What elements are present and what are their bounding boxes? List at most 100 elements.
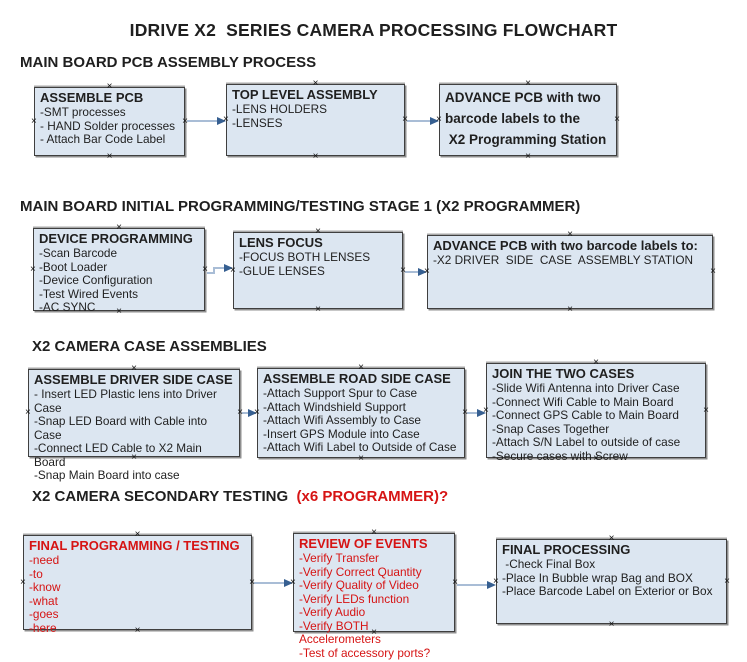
box-title: FINAL PROGRAMMING / TESTING (29, 538, 240, 553)
box-assemble-road-side-case: ASSEMBLE ROAD SIDE CASE -Attach Support … (254, 363, 468, 464)
box-title: ASSEMBLE ROAD SIDE CASE (263, 371, 451, 386)
box-item: -LENS HOLDERS (232, 102, 328, 116)
box-device-programming: DEVICE PROGRAMMING -Scan Barcode-Boot Lo… (30, 223, 208, 317)
section-header-secondary-testing: X2 CAMERA SECONDARY TESTING (x6 PROGRAMM… (32, 488, 448, 505)
box-item: -Attach Support Spur to Case (263, 386, 418, 400)
connection-handle-left-icon: × (483, 404, 489, 416)
box-item: -Connect LED Cable to X2 Main Board (34, 441, 206, 469)
box-title: TOP LEVEL ASSEMBLY (232, 87, 378, 102)
box-item: -goes (29, 607, 59, 621)
connection-handle-right-icon: × (452, 576, 458, 588)
box-item: -Attach S/N Label to outside of case (492, 435, 681, 449)
box-item: -Snap Main Board into case (34, 468, 180, 482)
box-item: -Verify Audio (299, 605, 366, 619)
box-item: -Boot Loader (39, 259, 108, 274)
section-header-black-part: X2 CAMERA SECONDARY TESTING (32, 488, 297, 505)
box-item: -need (29, 553, 60, 567)
connection-handle-bottom-icon: × (358, 453, 364, 464)
connection-handle-right-icon: × (400, 264, 406, 276)
box-items: -LENS HOLDERS-LENSES (232, 102, 399, 130)
box-top-level-assembly: TOP LEVEL ASSEMBLY -LENS HOLDERS-LENSES … (223, 79, 408, 162)
box-item: -Connect Wifi Cable to Main Board (492, 394, 674, 409)
connection-handle-right-icon: × (724, 575, 730, 587)
arrow-device-programming-to-lens-focus (207, 264, 233, 274)
box-items: -Verify Transfer-Verify Correct Quantity… (299, 551, 449, 660)
box-item: - Insert LED Plastic lens into Driver Ca… (34, 387, 221, 415)
connection-handle-bottom-icon: × (608, 619, 615, 630)
box-item: -SMT processes (40, 105, 126, 119)
page-title: IDRIVE X2 SERIES CAMERA PROCESSING FLOWC… (129, 20, 618, 40)
box-join-the-two-cases: JOIN THE TWO CASES -Slide Wifi Antenna i… (483, 358, 709, 464)
box-item: -to (29, 566, 43, 581)
box-item: - Attach Bar Code Label (40, 132, 166, 146)
box-item: -Test of accessory ports? (299, 645, 431, 660)
box-item: -Attach Windshield Support (263, 399, 406, 414)
box-item: -Snap Cases Together (492, 421, 610, 436)
section-header-initial-programming: MAIN BOARD INITIAL PROGRAMMING/TESTING S… (20, 198, 581, 215)
connection-handle-right-icon: × (249, 576, 255, 588)
connection-handle-right-icon: × (182, 115, 188, 127)
box-advance-pcb-driver-side-station: ADVANCE PCB with two barcode labels to: … (424, 230, 716, 315)
box-item: -Slide Wifi Antenna into Driver Case (492, 381, 680, 395)
connection-handle-right-icon: × (703, 404, 709, 416)
box-item: -Verify Transfer (299, 551, 379, 565)
box-title: DEVICE PROGRAMMING (39, 231, 193, 246)
box-title: ASSEMBLE PCB (40, 90, 144, 105)
box-item: -FOCUS BOTH LENSES (239, 250, 371, 264)
connection-handle-left-icon: × (31, 115, 37, 127)
box-items: -Check Final Box-Place In Bubble wrap Ba… (502, 557, 721, 599)
connection-handle-right-icon: × (402, 114, 408, 125)
connection-handle-bottom-icon: × (567, 304, 573, 315)
box-item: -Device Configuration (39, 273, 153, 287)
box-title: JOIN THE TWO CASES (492, 366, 635, 381)
connection-handle-left-icon: × (254, 407, 260, 418)
box-items: -X2 DRIVER SIDE CASE ASSEMBLY STATION (433, 253, 707, 268)
box-title: REVIEW OF EVENTS (299, 536, 428, 551)
connection-handle-bottom-icon: × (525, 151, 531, 162)
box-title: ADVANCE PCB with two barcode labels to: (433, 238, 698, 253)
box-item: -Attach Wifi Label to Outside of Case (263, 440, 457, 454)
box-final-programming-testing: FINAL PROGRAMMING / TESTING -need-to-kno… (20, 530, 255, 636)
connection-handle-right-icon: × (237, 407, 243, 418)
connection-handle-bottom-icon: × (315, 304, 321, 315)
box-item: -Check Final Box (502, 557, 596, 571)
box-item: -Attach Wifi Assembly to Case (263, 413, 421, 427)
box-item: -X2 DRIVER SIDE CASE ASSEMBLY STATION (433, 253, 694, 267)
box-title: ASSEMBLE DRIVER SIDE CASE (34, 372, 233, 387)
box-item: -Place In Bubble wrap Bag and BOX (502, 570, 693, 585)
box-item: - HAND Solder processes (40, 118, 176, 133)
box-items: -Slide Wifi Antenna into Driver Case-Con… (492, 381, 700, 463)
box-item: -Place Barcode Label on Exterior or Box (502, 584, 713, 598)
section-header-red-part: (x6 PROGRAMMER)? (296, 488, 449, 505)
box-item: -Snap LED Board with Cable into Case (34, 414, 211, 442)
box-items: -FOCUS BOTH LENSES-GLUE LENSES (239, 250, 397, 278)
box-item: -Verify BOTH Accelerometers (299, 618, 381, 646)
connection-handle-left-icon: × (30, 263, 36, 275)
box-item: -Scan Barcode (39, 246, 118, 260)
connection-handle-bottom-icon: × (312, 151, 319, 162)
connection-handle-left-icon: × (230, 264, 236, 276)
box-items: -SMT processes- HAND Solder processes- A… (40, 105, 179, 147)
box-review-of-events: REVIEW OF EVENTS -Verify Transfer-Verify… (290, 528, 458, 660)
connection-handle-left-icon: × (436, 114, 442, 125)
box-item: -AC SYNC (39, 300, 96, 314)
box-item: -Insert GPS Module into Case (263, 426, 420, 441)
connection-handle-left-icon: × (25, 407, 31, 418)
box-assemble-pcb: ASSEMBLE PCB -SMT processes- HAND Solder… (31, 82, 188, 162)
box-item: -here (29, 620, 57, 635)
box-advance-pcb-programming-station: ADVANCE PCB with two barcode labels to t… (436, 79, 620, 162)
section-header-case-assemblies: X2 CAMERA CASE ASSEMBLIES (32, 338, 267, 355)
box-title: LENS FOCUS (239, 235, 323, 250)
connection-handle-left-icon: × (424, 266, 430, 277)
connection-handle-left-icon: × (20, 576, 26, 588)
box-item: -LENSES (232, 115, 283, 130)
box-items: - Insert LED Plastic lens into Driver Ca… (34, 387, 234, 483)
connection-handle-right-icon: × (710, 266, 716, 277)
box-item: -Verify Quality of Video (299, 578, 419, 592)
box-items: -need-to-know-what-goes-here (29, 553, 246, 635)
section-header-pcb-assembly: MAIN BOARD PCB ASSEMBLY PROCESS (20, 54, 317, 71)
box-item: -Secure cases with Screw (492, 448, 628, 463)
connection-handle-left-icon: × (290, 576, 296, 588)
box-item: -know (29, 580, 61, 594)
